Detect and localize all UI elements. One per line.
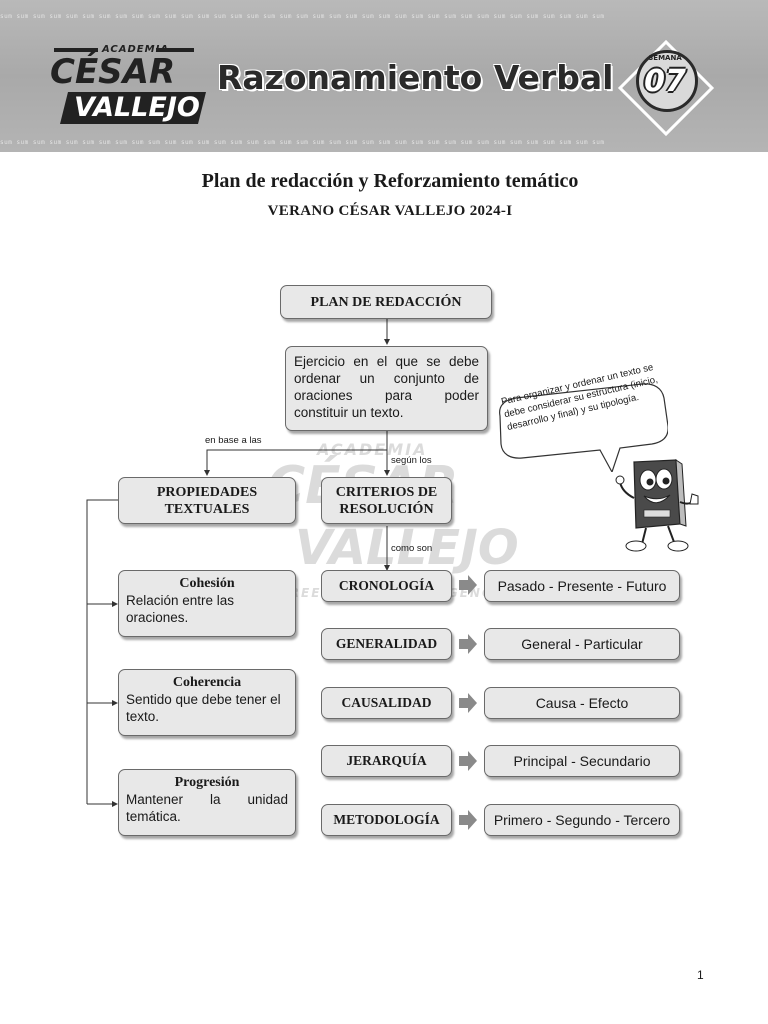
- link-label-como-son: como son: [391, 543, 432, 554]
- criterion-box: JERARQUÍA: [321, 745, 452, 777]
- criterion-result: Primero - Segundo - Tercero: [484, 804, 680, 836]
- property-title: Progresión: [126, 775, 288, 791]
- link-label-segun: según los: [391, 455, 432, 466]
- criterion-result: Causa - Efecto: [484, 687, 680, 719]
- properties-node: PROPIEDADES TEXTUALES: [118, 477, 296, 524]
- property-title: Coherencia: [126, 675, 288, 691]
- link-label-en-base: en base a las: [205, 435, 262, 446]
- property-description: Relación entre las oraciones.: [126, 592, 288, 626]
- criterion-box: GENERALIDAD: [321, 628, 452, 660]
- criterion-box: METODOLOGÍA: [321, 804, 452, 836]
- property-card: Progresión Mantener la unidad temática.: [118, 769, 296, 836]
- criterion-result: Pasado - Presente - Futuro: [484, 570, 680, 602]
- book-mascot-icon: [612, 458, 702, 554]
- root-node: PLAN DE REDACCIÓN: [280, 285, 492, 319]
- criterion-result: Principal - Secundario: [484, 745, 680, 777]
- criterion-result: General - Particular: [484, 628, 680, 660]
- criterion-box: CRONOLOGÍA: [321, 570, 452, 602]
- criteria-node: CRITERIOS DE RESOLUCIÓN: [321, 477, 452, 524]
- property-description: Sentido que debe tener el texto.: [126, 691, 288, 725]
- property-card: Cohesión Relación entre las oraciones.: [118, 570, 296, 637]
- criterion-box: CAUSALIDAD: [321, 687, 452, 719]
- property-description: Mantener la unidad temática.: [126, 791, 288, 825]
- property-card: Coherencia Sentido que debe tener el tex…: [118, 669, 296, 736]
- definition-node: Ejercicio en el que se debe ordenar un c…: [285, 346, 488, 431]
- page-number: 1: [697, 968, 704, 982]
- property-title: Cohesión: [126, 576, 288, 592]
